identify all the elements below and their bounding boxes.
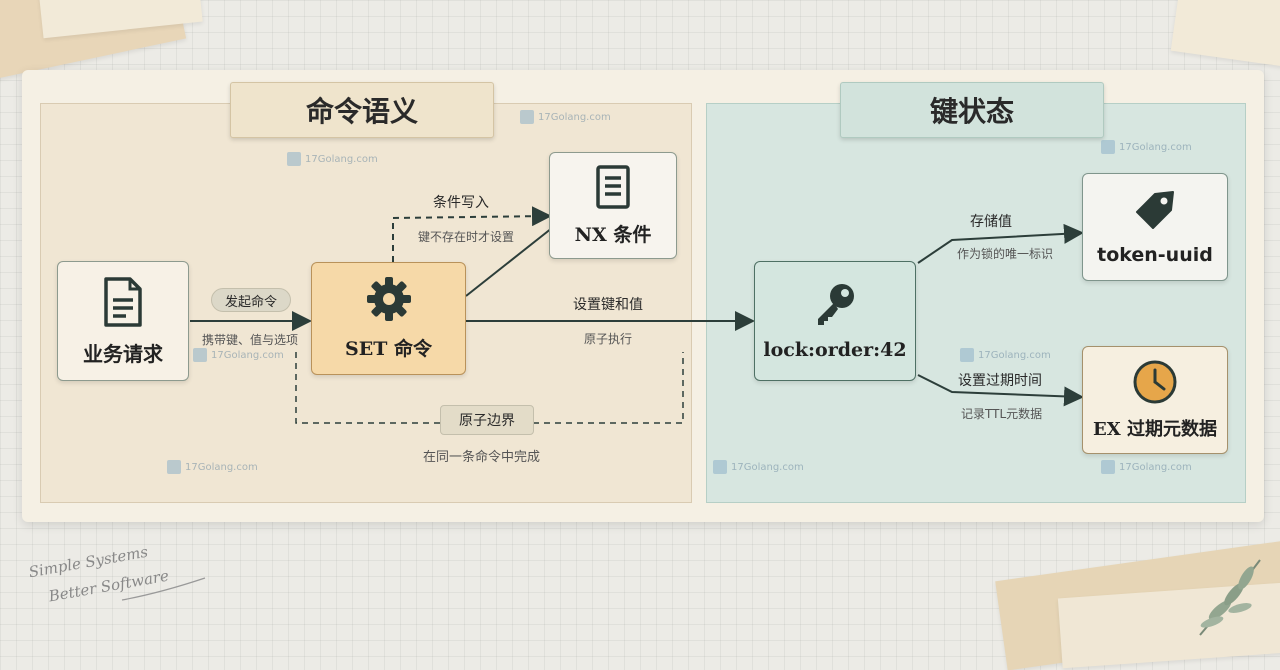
store-value-sub: 作为锁的唯一标识 (957, 247, 1054, 261)
key-icon (818, 284, 854, 325)
edge-set-expire (917, 374, 1084, 407)
cond-write-label: 条件写入 (433, 195, 489, 211)
connectors (190, 206, 1084, 424)
gear-icon (366, 277, 411, 321)
set-kv-label: 设置键和值 (573, 297, 643, 313)
watermark: 17Golang.com (713, 460, 804, 474)
set-command-node[interactable]: SET 命令 (311, 262, 466, 375)
ex-meta-label: EX 过期元数据 (1093, 419, 1217, 440)
ex-meta-node[interactable]: EX 过期元数据 (1082, 346, 1228, 454)
set-expire-sub: 记录TTL元数据 (961, 407, 1043, 421)
token-node[interactable]: token-uuid (1082, 173, 1228, 281)
atomic-boundary-pill: 原子边界 (440, 405, 534, 435)
document-icon (104, 276, 142, 327)
biz-request-label: 业务请求 (83, 341, 163, 366)
biz-request-node[interactable]: 业务请求 (57, 261, 189, 381)
edge-store-value (917, 223, 1084, 264)
set-command-label: SET 命令 (345, 338, 432, 360)
document-icon (596, 165, 630, 209)
signature-underline (121, 577, 206, 601)
edge-cond-write-dashed (392, 206, 552, 262)
edge-set-to-nx (465, 227, 553, 297)
issue-command-sub: 携带键、值与选项 (202, 333, 299, 347)
clock-icon (1133, 360, 1177, 404)
token-label: token-uuid (1097, 244, 1213, 266)
watermark: 17Golang.com (520, 110, 611, 124)
watermark: 17Golang.com (1101, 140, 1192, 154)
leaf-decoration (1199, 559, 1261, 636)
watermark: 17Golang.com (287, 152, 378, 166)
right-panel-title: 键状态 (840, 82, 1104, 138)
cond-write-sub: 键不存在时才设置 (418, 230, 515, 244)
left-panel-title: 命令语义 (230, 82, 494, 138)
store-value-label: 存储值 (970, 214, 1012, 230)
set-kv-sub: 原子执行 (584, 332, 633, 346)
tag-icon (1136, 191, 1174, 229)
watermark: 17Golang.com (193, 348, 284, 362)
lock-key-node[interactable]: lock:order:42 (754, 261, 916, 381)
nx-condition-label: NX 条件 (574, 224, 652, 246)
watermark: 17Golang.com (1101, 460, 1192, 474)
watermark: 17Golang.com (167, 460, 258, 474)
set-expire-label: 设置过期时间 (958, 373, 1042, 389)
atomic-boundary-sub: 在同一条命令中完成 (423, 450, 541, 465)
issue-command-pill: 发起命令 (211, 288, 291, 312)
lock-key-label: lock:order:42 (763, 339, 907, 361)
watermark: 17Golang.com (960, 348, 1051, 362)
nx-condition-node[interactable]: NX 条件 (549, 152, 677, 259)
